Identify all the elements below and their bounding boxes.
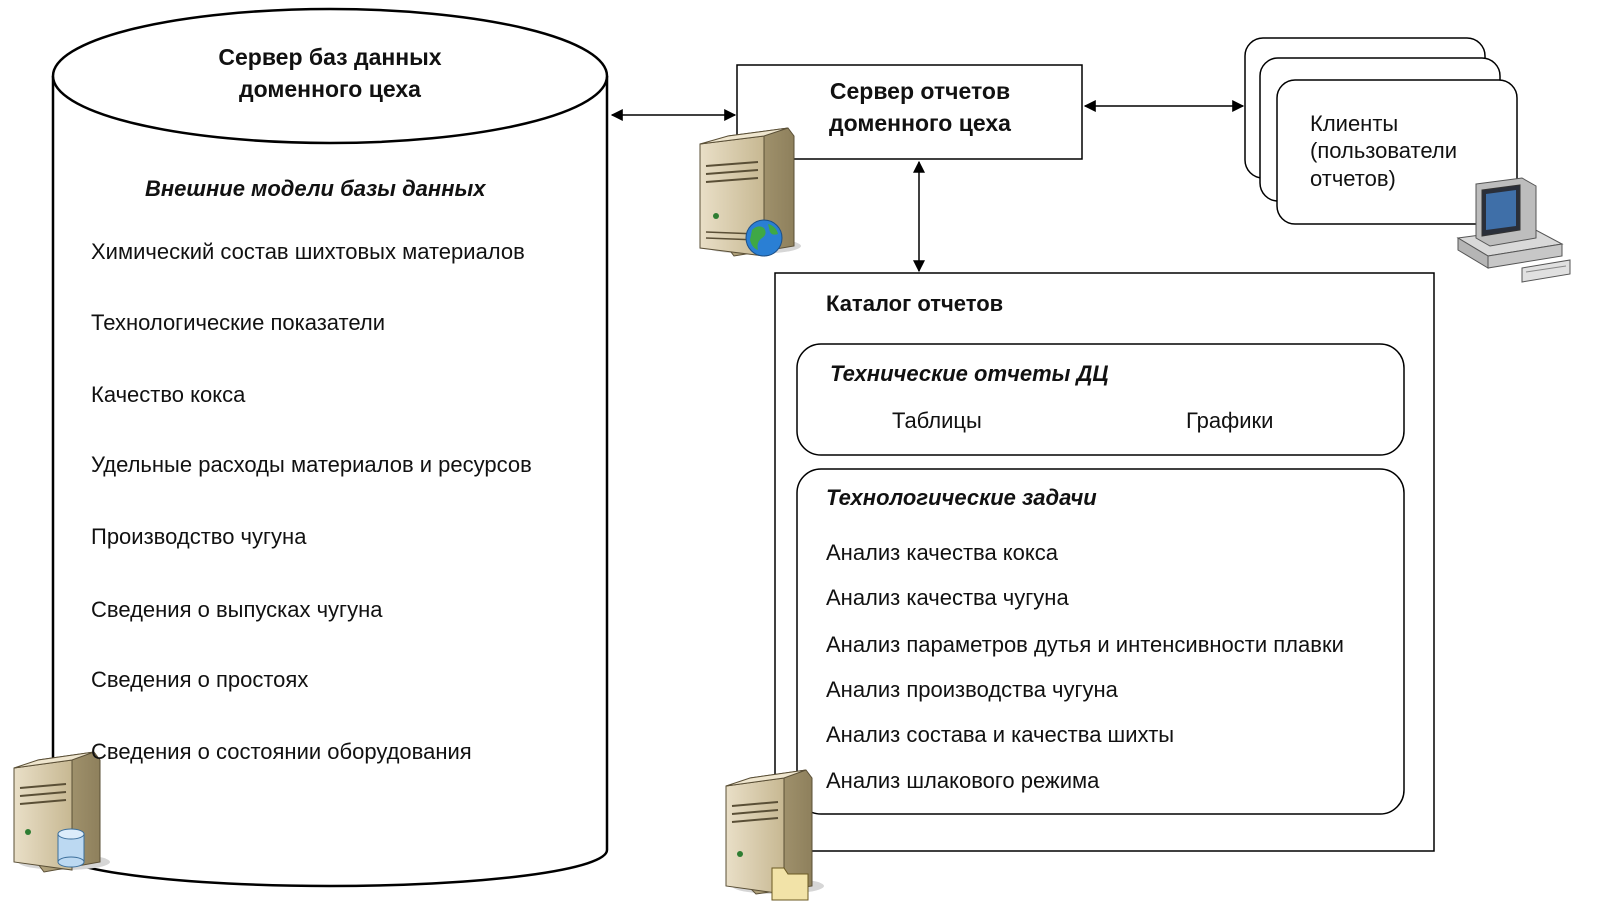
task-item: Анализ шлакового режима — [826, 768, 1100, 793]
server-folder-icon — [725, 769, 824, 901]
db-model-item: Сведения о состоянии оборудования — [91, 739, 472, 764]
clients-stack — [1244, 37, 1518, 225]
db-model-item: Химический состав шихтовых материалов — [91, 239, 525, 264]
technical-charts-label: Графики — [1186, 408, 1274, 433]
db-server-title-line2: доменного цеха — [239, 76, 421, 102]
clients-label-line2: (пользователи — [1310, 138, 1458, 163]
db-model-item: Качество кокса — [91, 382, 246, 407]
db-model-item: Технологические показатели — [91, 310, 385, 335]
catalog-title: Каталог отчетов — [826, 291, 1004, 316]
server-database-icon — [13, 751, 110, 873]
task-item: Анализ состава и качества шихты — [826, 722, 1175, 747]
db-model-item: Сведения о простоях — [91, 667, 309, 692]
task-item: Анализ параметров дутья и интенсивности … — [826, 632, 1344, 657]
clients-label-line3: отчетов) — [1310, 166, 1396, 191]
task-item: Анализ качества чугуна — [826, 585, 1069, 610]
report-server-title-line2: доменного цеха — [829, 110, 1011, 136]
db-models-title: Внешние модели базы данных — [145, 176, 486, 201]
tasks-title: Технологические задачи — [826, 485, 1097, 510]
db-server-title-line1: Сервер баз данных — [218, 44, 442, 70]
db-model-item: Удельные расходы материалов и ресурсов — [91, 452, 532, 477]
clients-label-line1: Клиенты — [1310, 111, 1399, 136]
report-server-title-line1: Сервер отчетов — [829, 78, 1011, 104]
db-model-item: Производство чугуна — [91, 524, 307, 549]
desktop-computer-icon — [1456, 177, 1571, 283]
tasks-box — [796, 468, 1405, 815]
task-item: Анализ производства чугуна — [826, 677, 1118, 702]
technical-reports-box — [796, 343, 1405, 456]
server-globe-icon — [699, 127, 801, 257]
technical-tables-label: Таблицы — [892, 408, 982, 433]
db-model-item: Сведения о выпусках чугуна — [91, 597, 383, 622]
database-cylinder — [51, 7, 609, 888]
task-item: Анализ качества кокса — [826, 540, 1059, 565]
technical-reports-title: Технические отчеты ДЦ — [830, 361, 1109, 386]
